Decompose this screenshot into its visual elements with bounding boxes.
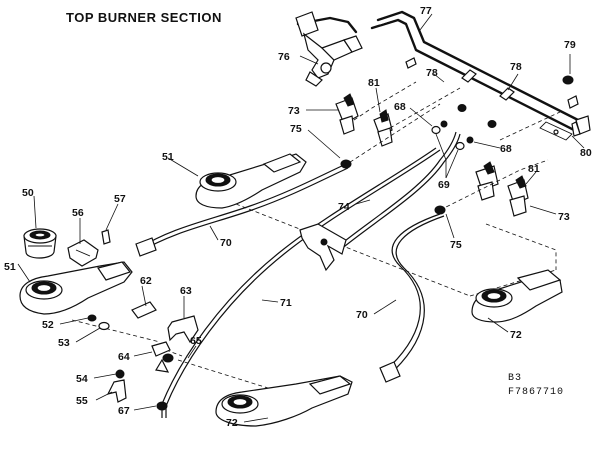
part-label-57: 57 [114, 193, 126, 205]
part-label-67: 67 [118, 405, 130, 417]
part-number-labels: 50 51 51 52 53 54 55 56 57 62 63 64 65 6… [4, 5, 592, 429]
part-label-54: 54 [76, 373, 88, 385]
top-burner-left-front [19, 261, 133, 315]
part-label-68-left: 68 [394, 101, 406, 113]
diagram-title: TOP BURNER SECTION [66, 10, 222, 25]
part-label-53: 53 [58, 337, 70, 349]
part-label-65: 65 [190, 335, 202, 347]
part-label-50: 50 [22, 187, 34, 199]
part-label-75-left: 75 [290, 123, 302, 135]
part-label-76: 76 [278, 51, 290, 63]
part-label-75-right: 75 [450, 239, 462, 251]
reference-code: B3 F7867710 [508, 373, 564, 398]
part-label-73-right: 73 [558, 211, 570, 223]
burner-tubes [135, 131, 461, 418]
gas-valve-left [335, 93, 393, 147]
part-label-78-left: 78 [426, 67, 438, 79]
part-label-73-left: 73 [288, 105, 300, 117]
part-label-80: 80 [580, 147, 592, 159]
part-label-70-left: 70 [220, 237, 232, 249]
reference-code-line1: B3 [508, 373, 522, 384]
gas-valve-right [475, 161, 529, 217]
part-label-81-right: 81 [528, 163, 540, 175]
part-label-72-front: 72 [226, 417, 238, 429]
reference-code-line2: F7867710 [508, 387, 564, 398]
part-label-62: 62 [140, 275, 152, 287]
gas-inlet-fitting [295, 11, 363, 87]
part-label-69: 69 [438, 179, 450, 191]
part-label-79: 79 [564, 39, 576, 51]
part-label-56: 56 [72, 207, 84, 219]
part-label-78-right: 78 [510, 61, 522, 73]
part-label-68-right: 68 [500, 143, 512, 155]
part-label-74: 74 [338, 201, 350, 213]
top-burner-right-rear [471, 269, 563, 323]
top-burner-front-center [215, 375, 353, 427]
part-label-72-right: 72 [510, 329, 522, 341]
small-parts [67, 75, 574, 411]
leader-lines [17, 13, 585, 423]
top-burner-left-rear [195, 153, 307, 209]
part-label-51-front: 51 [4, 261, 16, 273]
part-label-81-left: 81 [368, 77, 380, 89]
part-label-71: 71 [280, 297, 292, 309]
manifold-pipe [296, 10, 591, 141]
part-label-77: 77 [420, 5, 432, 17]
part-label-70-right: 70 [356, 309, 368, 321]
part-label-64: 64 [118, 351, 130, 363]
part-label-51-rear: 51 [162, 151, 174, 163]
part-label-63: 63 [180, 285, 192, 297]
part-label-52: 52 [42, 319, 54, 331]
burner-head-cap [23, 228, 57, 259]
part-label-55: 55 [76, 395, 88, 407]
